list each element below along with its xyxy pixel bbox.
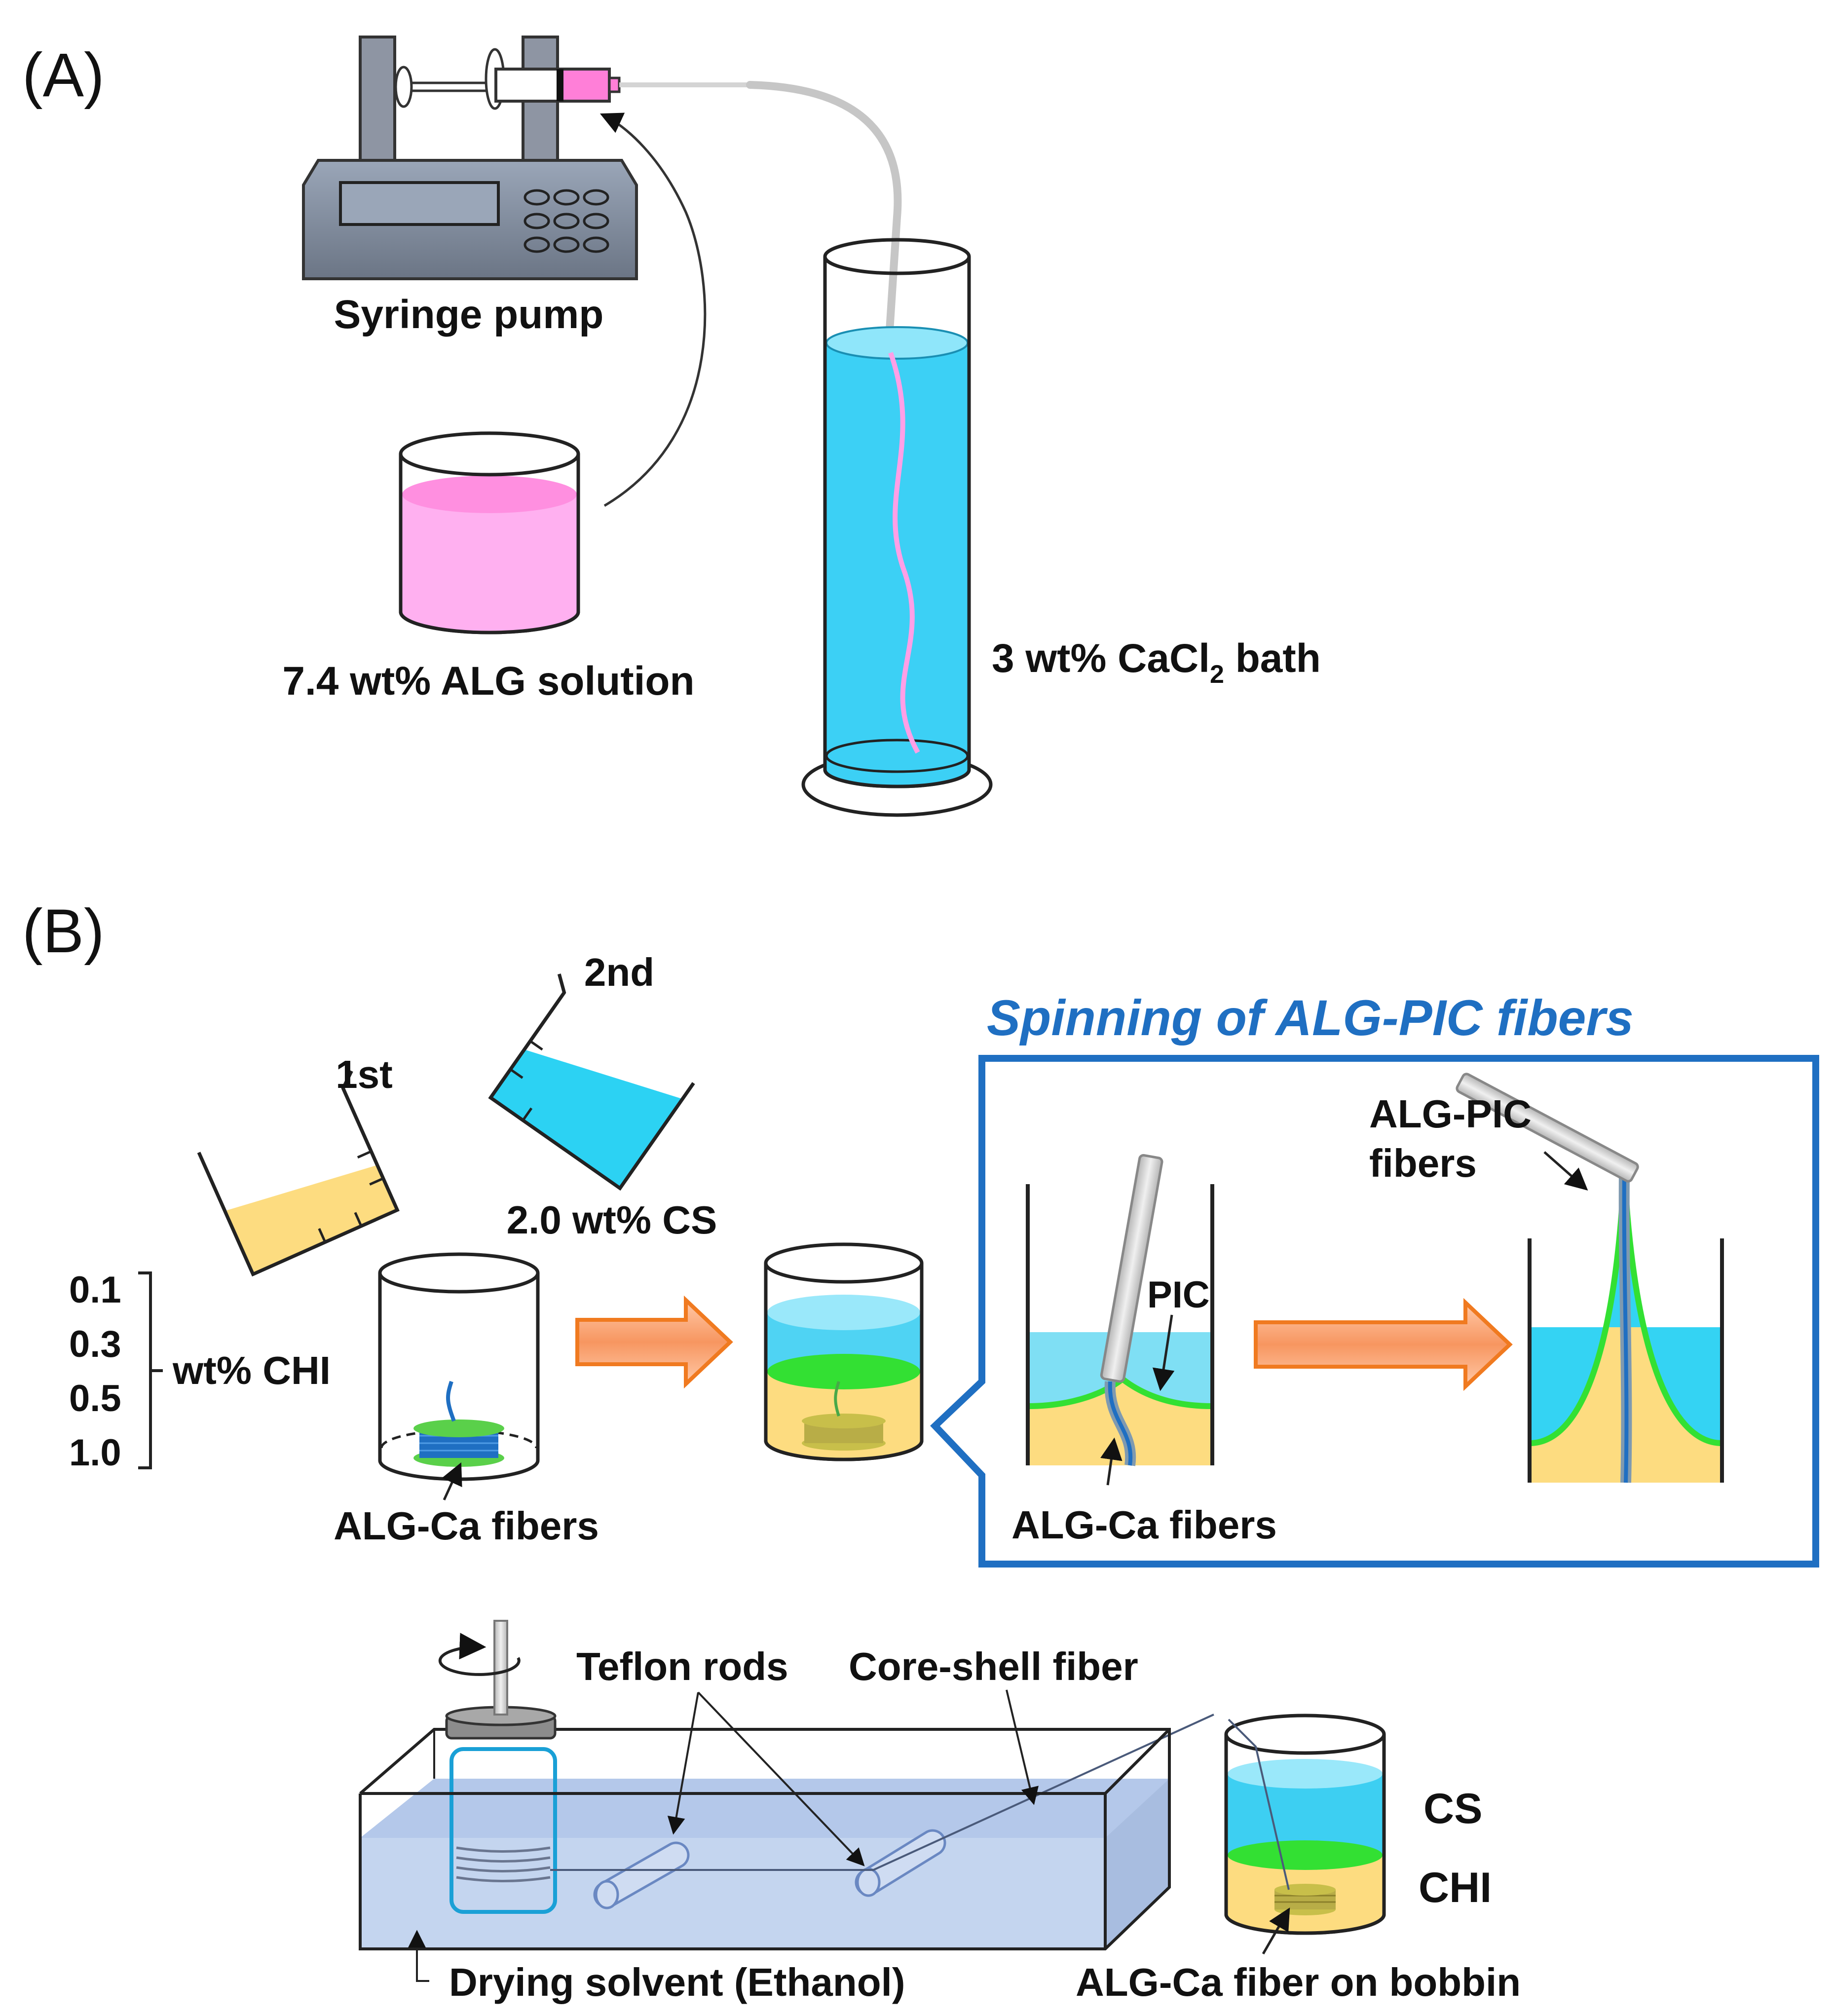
panel-a-label: (A) [22,41,105,110]
rotation-arrow-icon [438,1633,521,1676]
chi-value-1: 0.3 [69,1323,121,1365]
inset-drawing-icon [1456,1073,1724,1483]
chi-unit-label: wt% CHI [172,1348,331,1392]
collector-bobbin-icon [438,1620,557,1914]
cs-label: CS [1423,1785,1482,1832]
syringe-pump-label: Syringe pump [334,292,604,337]
pump-keypad-icon [524,189,609,253]
panel-a: (A) Syringe pump [22,36,1321,817]
teflon-rods-label: Teflon rods [576,1644,788,1688]
alg-solution-label: 7.4 wt% ALG solution [282,659,694,704]
cs-chi-beaker-icon [1224,1714,1386,1935]
core-shell-fiber-label: Core-shell fiber [849,1644,1138,1688]
pic-label: PIC [1147,1274,1210,1316]
cs-concentration-label: 2.0 wt% CS [507,1198,717,1242]
process-arrow-1 [575,1295,733,1389]
panel-b: (B) 1st 2nd 2.0 wt% CS 0.1 0.3 0.5 [22,897,1819,1568]
syringe-pump-icon [302,36,638,280]
bobbin-beaker-icon [378,1252,540,1481]
bobbin-label: ALG-Ca fiber on bobbin [1076,1960,1521,2004]
alg-pic-fibers-label-1: ALG-PIC [1369,1092,1532,1136]
cacl2-bath-label: 3 wt% CaCl2 bath [992,636,1321,689]
alg-ca-fibers-label: ALG-Ca fibers [334,1504,599,1548]
chi-value-0: 0.1 [69,1269,121,1311]
first-label: 1st [336,1052,393,1096]
tubing [746,81,902,357]
alg-pic-fibers-label-2: fibers [1369,1141,1477,1185]
inset-title: Spinning of ALG-PIC fibers [987,990,1634,1046]
drying-solvent-label: Drying solvent (Ethanol) [449,1960,905,2004]
teflon-rod-icon [855,1829,946,1897]
drying-setup: Teflon rods Core-shell fiber Drying solv… [359,1620,1521,2004]
layered-beaker-icon [764,1242,924,1461]
chi-value-2: 0.5 [69,1378,121,1419]
second-label: 2nd [584,950,654,994]
cacl2-cylinder-icon [801,238,993,817]
process-arrow-2 [1254,1298,1513,1391]
chi-label: CHI [1419,1864,1492,1911]
cs-beaker-icon [488,973,695,1191]
teflon-rod-icon [593,1841,690,1909]
chi-concentration-list: 0.1 0.3 0.5 1.0 wt% CHI [69,1269,331,1474]
alg-fiber-strand [888,352,920,754]
chi-beaker-icon [197,1070,400,1277]
curved-arrow [599,112,707,507]
inset-alg-ca-label: ALG-Ca fibers [1011,1503,1277,1547]
alg-beaker-icon [399,431,580,635]
panel-b-label: (B) [22,897,105,966]
chi-value-3: 1.0 [69,1432,121,1474]
